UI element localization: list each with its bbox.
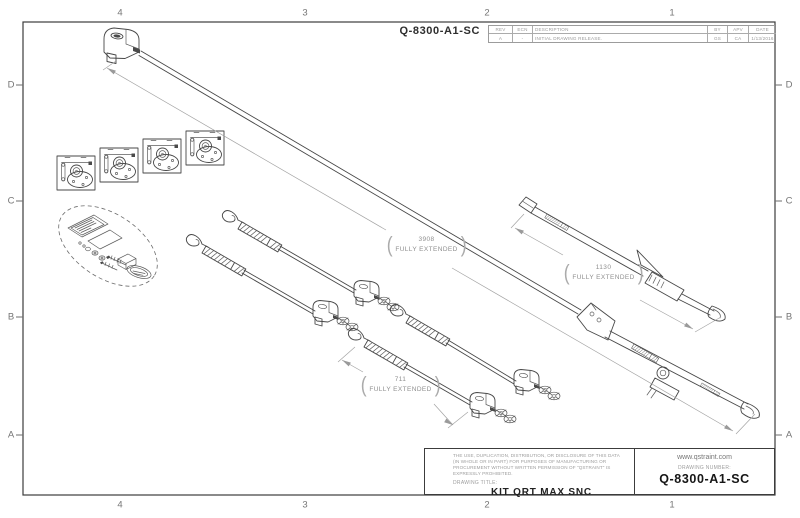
dimension-caption: FULLY EXTENDED bbox=[572, 274, 635, 281]
paren-close: ) bbox=[637, 260, 644, 285]
paren-open: ( bbox=[360, 372, 367, 397]
dimension-label-1130: ( 1130 FULLY EXTENDED ) bbox=[563, 262, 644, 284]
dimension-value: 3908 bbox=[418, 235, 435, 243]
paren-close: ) bbox=[434, 372, 441, 397]
floor-anchor-plates bbox=[56, 130, 225, 191]
shoulder-belt bbox=[518, 196, 726, 322]
front-tiedown-upper bbox=[221, 210, 400, 312]
drawing-number-label: DRAWING NUMBER: bbox=[678, 465, 731, 471]
company-website: www.qstraint.com bbox=[677, 454, 732, 461]
legal-notice: THE USE, DUPLICATION, DISTRIBUTION, OR D… bbox=[453, 453, 620, 476]
track-strap bbox=[138, 50, 582, 315]
zone-col-1-top: 1 bbox=[669, 7, 675, 19]
dimension-label-711: ( 711 FULLY EXTENDED ) bbox=[360, 374, 441, 396]
zone-col-4-top: 4 bbox=[117, 7, 123, 19]
zone-row-c-right: C bbox=[785, 195, 793, 207]
rev-cell-by: GS bbox=[708, 34, 728, 42]
rev-header-description: DESCRIPTION bbox=[533, 26, 708, 34]
drawing-title: KIT QRT MAX SNC bbox=[491, 486, 592, 498]
zone-col-2-top: 2 bbox=[484, 7, 490, 19]
rev-header-date: DATE bbox=[749, 26, 776, 34]
rev-header-by: BY bbox=[708, 26, 728, 34]
hardware-kit-detail bbox=[58, 205, 158, 287]
rev-cell-ecn: - bbox=[513, 34, 533, 42]
zone-col-3-top: 3 bbox=[302, 7, 308, 19]
dimension-caption: FULLY EXTENDED bbox=[369, 386, 432, 393]
drawing-number: Q-8300-A1-SC bbox=[659, 472, 750, 486]
dimension-caption: FULLY EXTENDED bbox=[395, 246, 458, 253]
zone-col-2-bottom: 2 bbox=[484, 499, 490, 511]
rev-header-ecn: ECN bbox=[513, 26, 533, 34]
paren-open: ( bbox=[563, 260, 570, 285]
lap-belt bbox=[576, 302, 760, 419]
zone-ticks bbox=[16, 84, 782, 436]
drawing-title-label: DRAWING TITLE: bbox=[453, 479, 498, 486]
zone-row-a-right: A bbox=[785, 429, 793, 441]
zone-col-4-bottom: 4 bbox=[117, 499, 123, 511]
dimension-3908-lines bbox=[102, 60, 756, 435]
rev-header-rev: REV bbox=[489, 26, 513, 34]
rear-tiedown-lower bbox=[347, 328, 517, 424]
paren-close: ) bbox=[460, 232, 467, 257]
rev-header-apv: APV bbox=[728, 26, 749, 34]
dimension-label-3908: ( 3908 FULLY EXTENDED ) bbox=[386, 234, 467, 256]
rev-cell-description: INITIAL DRAWING RELEASE. bbox=[533, 34, 708, 42]
title-block: THE USE, DUPLICATION, DISTRIBUTION, OR D… bbox=[424, 448, 775, 498]
sheet-border bbox=[22, 21, 776, 496]
drawing-number-header: Q-8300-A1-SC bbox=[399, 25, 480, 37]
rev-cell-rev: A bbox=[489, 34, 513, 42]
zone-row-d-right: D bbox=[785, 79, 793, 91]
zone-row-c-left: C bbox=[7, 195, 15, 207]
paren-open: ( bbox=[386, 232, 393, 257]
zone-row-b-left: B bbox=[7, 311, 15, 323]
zone-row-b-right: B bbox=[785, 311, 793, 323]
rev-cell-apv: CA bbox=[728, 34, 749, 42]
dimension-value: 711 bbox=[394, 375, 407, 383]
rear-tiedown-upper bbox=[389, 304, 561, 401]
dimension-value: 1130 bbox=[595, 263, 612, 271]
zone-row-d-left: D bbox=[7, 79, 15, 91]
track-retractor bbox=[103, 27, 140, 64]
dimension-711-lines bbox=[337, 346, 469, 429]
zone-row-a-left: A bbox=[7, 429, 15, 441]
rev-cell-date: 1/13/2016 bbox=[751, 35, 774, 41]
front-tiedown-lower bbox=[185, 234, 359, 332]
dimension-1130-lines bbox=[510, 213, 722, 333]
zone-col-1-bottom: 1 bbox=[669, 499, 675, 511]
revision-table: REV ECN DESCRIPTION BY APV DATE A - INIT… bbox=[488, 25, 776, 43]
zone-col-3-bottom: 3 bbox=[302, 499, 308, 511]
